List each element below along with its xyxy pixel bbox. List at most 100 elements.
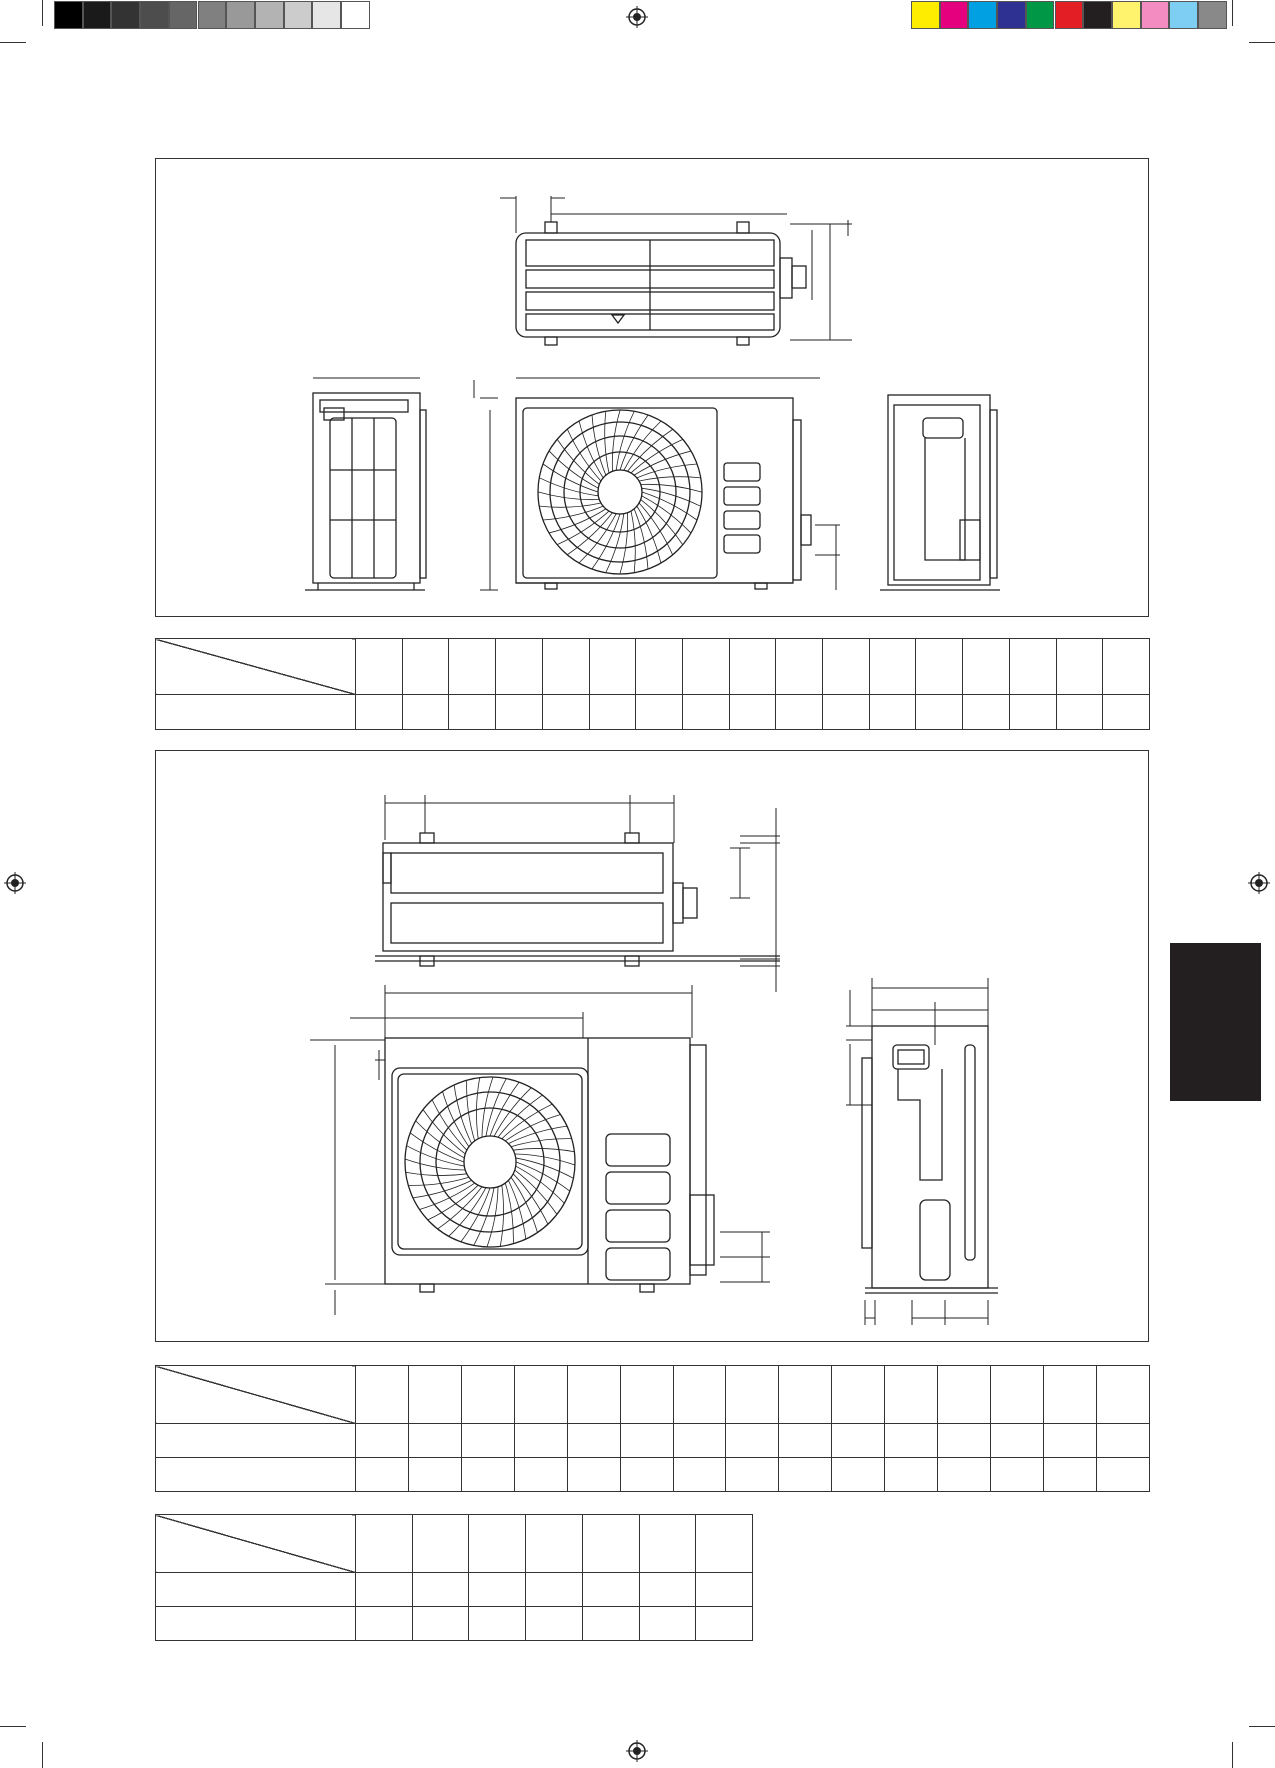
- fan-grille-blade: [566, 428, 602, 482]
- crop-mark: [42, 1742, 43, 1768]
- table-header-cell: [778, 1365, 833, 1424]
- fan-grille-blade: [404, 1158, 466, 1171]
- registration-mark-bottom: [626, 1740, 648, 1762]
- fan-grille-blade: [442, 1091, 470, 1147]
- fan-grille-blade: [636, 463, 698, 479]
- table-header-cell: [460, 1365, 515, 1424]
- color-swatch: [1111, 1, 1141, 29]
- crop-mark: [1249, 1726, 1275, 1727]
- table-cell: [355, 1457, 409, 1492]
- table-header-cell: [831, 1365, 886, 1424]
- fan-grille-blade: [460, 1187, 491, 1243]
- fan-grille-blade: [633, 450, 692, 476]
- color-swatch: [341, 1, 370, 29]
- fan-grille-blade: [453, 1084, 472, 1144]
- fan-grille-blade: [409, 1132, 465, 1163]
- spec-table-1: [155, 638, 1150, 730]
- color-swatch: [283, 1, 313, 29]
- table-cell: [635, 694, 683, 730]
- table-header-cell: [728, 638, 777, 695]
- fan-grille-blade: [641, 487, 701, 507]
- spec-table-2a: [155, 1365, 1150, 1492]
- table-header-cell: [495, 638, 543, 695]
- fan-grille-blade: [615, 411, 635, 471]
- registration-mark-top: [626, 6, 648, 28]
- table-cell: [1042, 1457, 1097, 1492]
- table-cell: [695, 1572, 753, 1607]
- color-swatch: [968, 1, 998, 29]
- fan-grille-blade: [508, 1125, 568, 1144]
- fan-grille-blade: [405, 1171, 467, 1176]
- table-cell: [355, 1606, 413, 1641]
- table-row-label: [155, 694, 356, 730]
- color-swatch: [140, 1, 169, 29]
- fan-grille-blade: [466, 1080, 476, 1142]
- table-header-cell: [990, 1365, 1044, 1424]
- table-cell: [525, 1606, 583, 1641]
- table-header-cell: [411, 1514, 470, 1573]
- color-swatch: [911, 1, 940, 29]
- fan-grille-blade: [633, 508, 649, 570]
- fan-grille-blade: [497, 1094, 543, 1138]
- table-header-cell: [566, 1365, 621, 1424]
- spec-table-2b: [155, 1514, 753, 1641]
- fan-grille-blade: [542, 505, 604, 521]
- fan-grille-blade: [630, 438, 684, 474]
- table-cell: [638, 1572, 697, 1607]
- table-cell: [725, 1423, 780, 1458]
- table-cell: [468, 1572, 527, 1607]
- table-header-cell: [407, 1365, 462, 1424]
- table-cell: [775, 694, 824, 730]
- fan-grille-blade: [604, 411, 610, 474]
- table-cell: [1095, 1457, 1150, 1492]
- fan-grille-blade: [641, 495, 692, 534]
- table-corner-cell: [155, 638, 356, 695]
- fan-grille-blade: [636, 505, 662, 564]
- color-swatch: [82, 1, 112, 29]
- table-cell: [725, 1457, 780, 1492]
- color-swatch: [111, 1, 141, 29]
- table-row-label: [155, 1457, 356, 1492]
- color-swatch: [1083, 1, 1112, 29]
- table-header-cell: [619, 1365, 674, 1424]
- table-row: [155, 694, 1150, 730]
- fan-grille-blade: [627, 428, 673, 472]
- table-corner-cell: [155, 1365, 356, 1424]
- fan-grille-blade: [539, 477, 599, 497]
- fan-grille-blade: [513, 1148, 575, 1153]
- table-row-label: [155, 1606, 356, 1641]
- table-cell: [778, 1423, 833, 1458]
- outdoor-unit-top-view-1: [305, 196, 1000, 591]
- fan-grille-blade: [623, 420, 662, 471]
- table-header-cell: [822, 638, 870, 695]
- table-cell: [566, 1423, 621, 1458]
- table-header-cell: [884, 1365, 939, 1424]
- crop-mark: [1232, 1742, 1233, 1768]
- color-swatch: [997, 1, 1026, 29]
- table-header-cell: [588, 638, 637, 695]
- fan-grille-blade: [486, 1186, 499, 1248]
- table-header-cell: [672, 1365, 727, 1424]
- table-header-cell: [1042, 1365, 1097, 1424]
- color-swatch: [254, 1, 284, 29]
- table-cell: [407, 1457, 462, 1492]
- color-swatch: [1025, 1, 1055, 29]
- fan-grille-blade: [548, 508, 607, 534]
- fan-grille-blade: [640, 483, 703, 493]
- registration-mark-left: [4, 872, 26, 894]
- table-cell: [588, 694, 637, 730]
- fan-grille-blade: [578, 420, 604, 479]
- fan-grille-blade: [510, 1138, 572, 1148]
- color-swatch: [1169, 1, 1198, 29]
- crop-mark: [0, 42, 26, 43]
- fan-grille-blade: [499, 1185, 504, 1247]
- table-header-cell: [681, 638, 730, 695]
- fan-grille-blade: [578, 513, 617, 564]
- table-header-cell: [635, 638, 683, 695]
- table-cell: [822, 694, 870, 730]
- table-cell: [513, 1457, 568, 1492]
- fan-grille-blade: [493, 1087, 532, 1137]
- crop-mark: [1232, 0, 1233, 26]
- fan-grille-blade: [515, 1165, 565, 1204]
- crop-mark: [1249, 42, 1275, 43]
